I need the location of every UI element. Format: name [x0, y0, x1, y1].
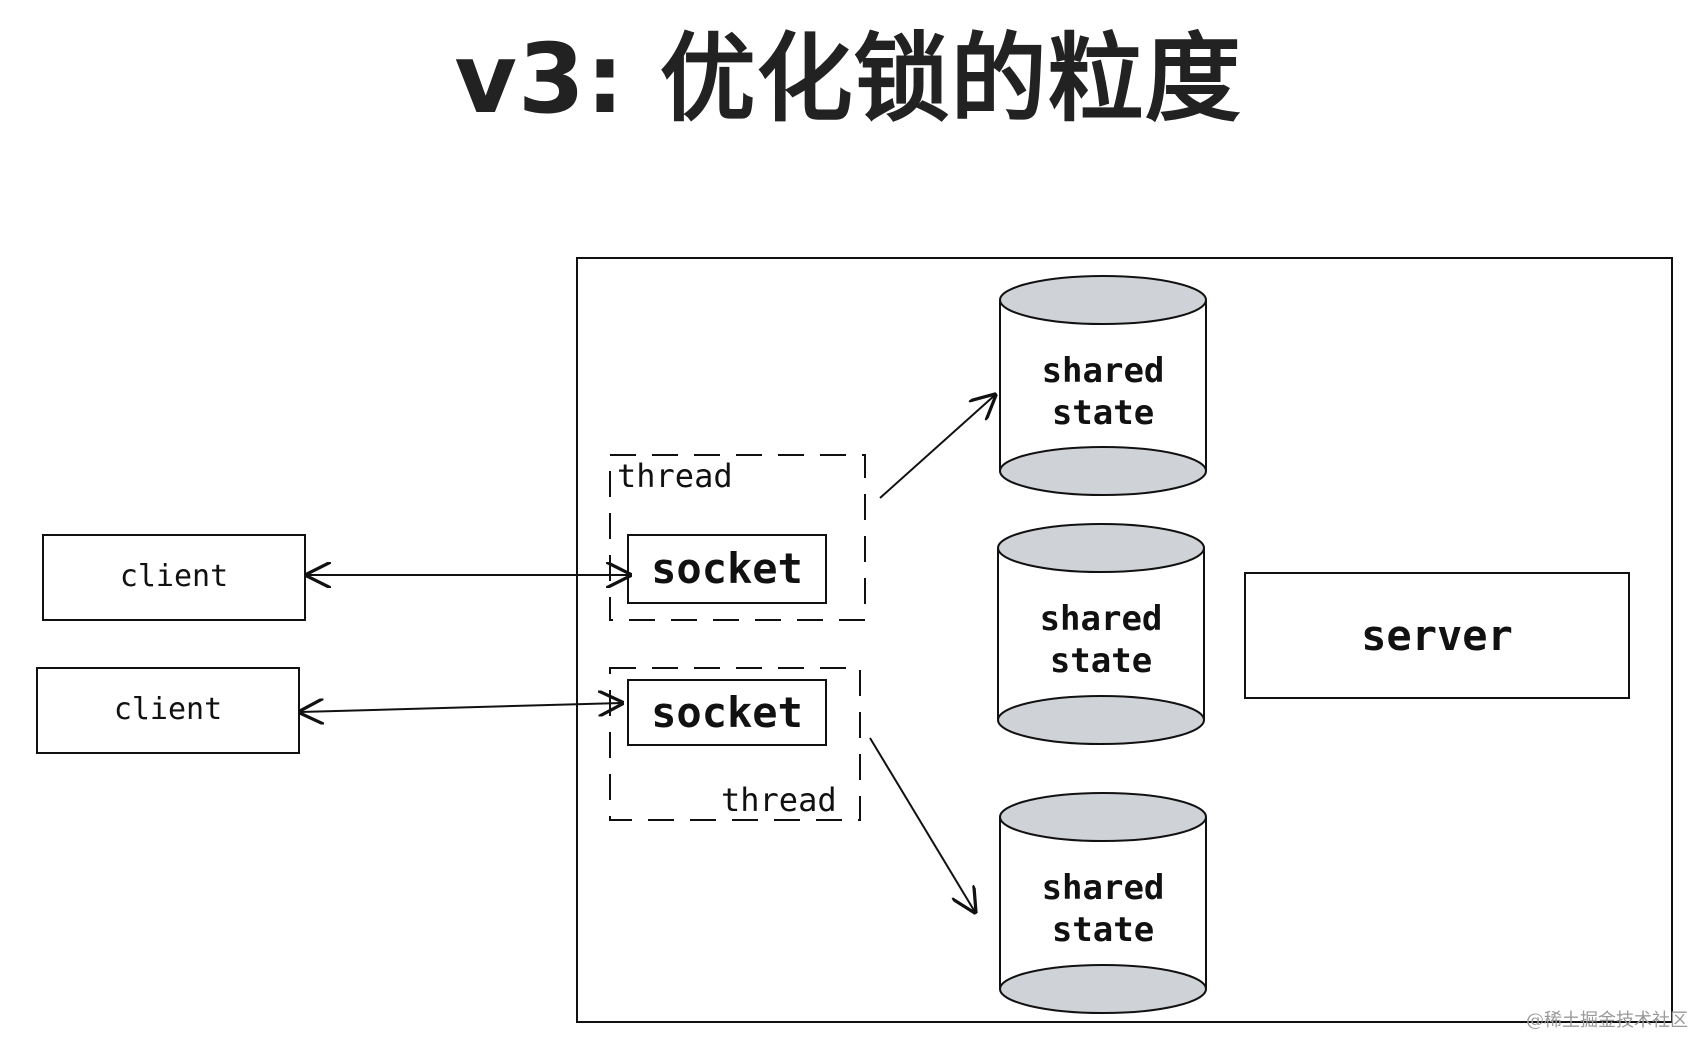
- client-label-2: client: [114, 692, 222, 727]
- server-container: [576, 257, 1673, 1023]
- shared-state-line1-2: shared: [1040, 599, 1163, 639]
- client-label-1: client: [120, 559, 228, 594]
- shared-state-line1-1: shared: [1042, 351, 1165, 391]
- shared-state-line2-3: state: [1052, 910, 1154, 950]
- shared-state-line2-2: state: [1050, 641, 1152, 681]
- page-title: v3: 优化锁的粒度: [454, 22, 1242, 135]
- thread-to-state-arrow-1: [879, 395, 995, 499]
- shared-state-line2-1: state: [1052, 393, 1154, 433]
- shared-state-cylinder-1: shared state: [999, 275, 1207, 496]
- client-box-2: client: [36, 667, 300, 754]
- server-box: server: [1244, 572, 1630, 699]
- thread-box-2: socket thread: [609, 667, 861, 821]
- shared-state-cylinder-2: shared state: [997, 523, 1205, 745]
- socket-label-2: socket: [651, 688, 803, 737]
- shared-state-cylinder-3: shared state: [999, 792, 1207, 1014]
- socket-label-1: socket: [651, 544, 803, 593]
- thread-to-state-arrow-2: [869, 737, 975, 912]
- client-box-1: client: [42, 534, 306, 621]
- shared-state-line1-3: shared: [1042, 868, 1165, 908]
- thread-label-1: thread: [617, 457, 733, 495]
- client-socket-arrow-2: [300, 703, 622, 712]
- thread-label-2: thread: [721, 781, 837, 819]
- watermark: @稀土掘金技术社区: [1526, 1010, 1688, 1031]
- server-label: server: [1361, 611, 1513, 660]
- thread-box-1: thread socket: [609, 454, 866, 621]
